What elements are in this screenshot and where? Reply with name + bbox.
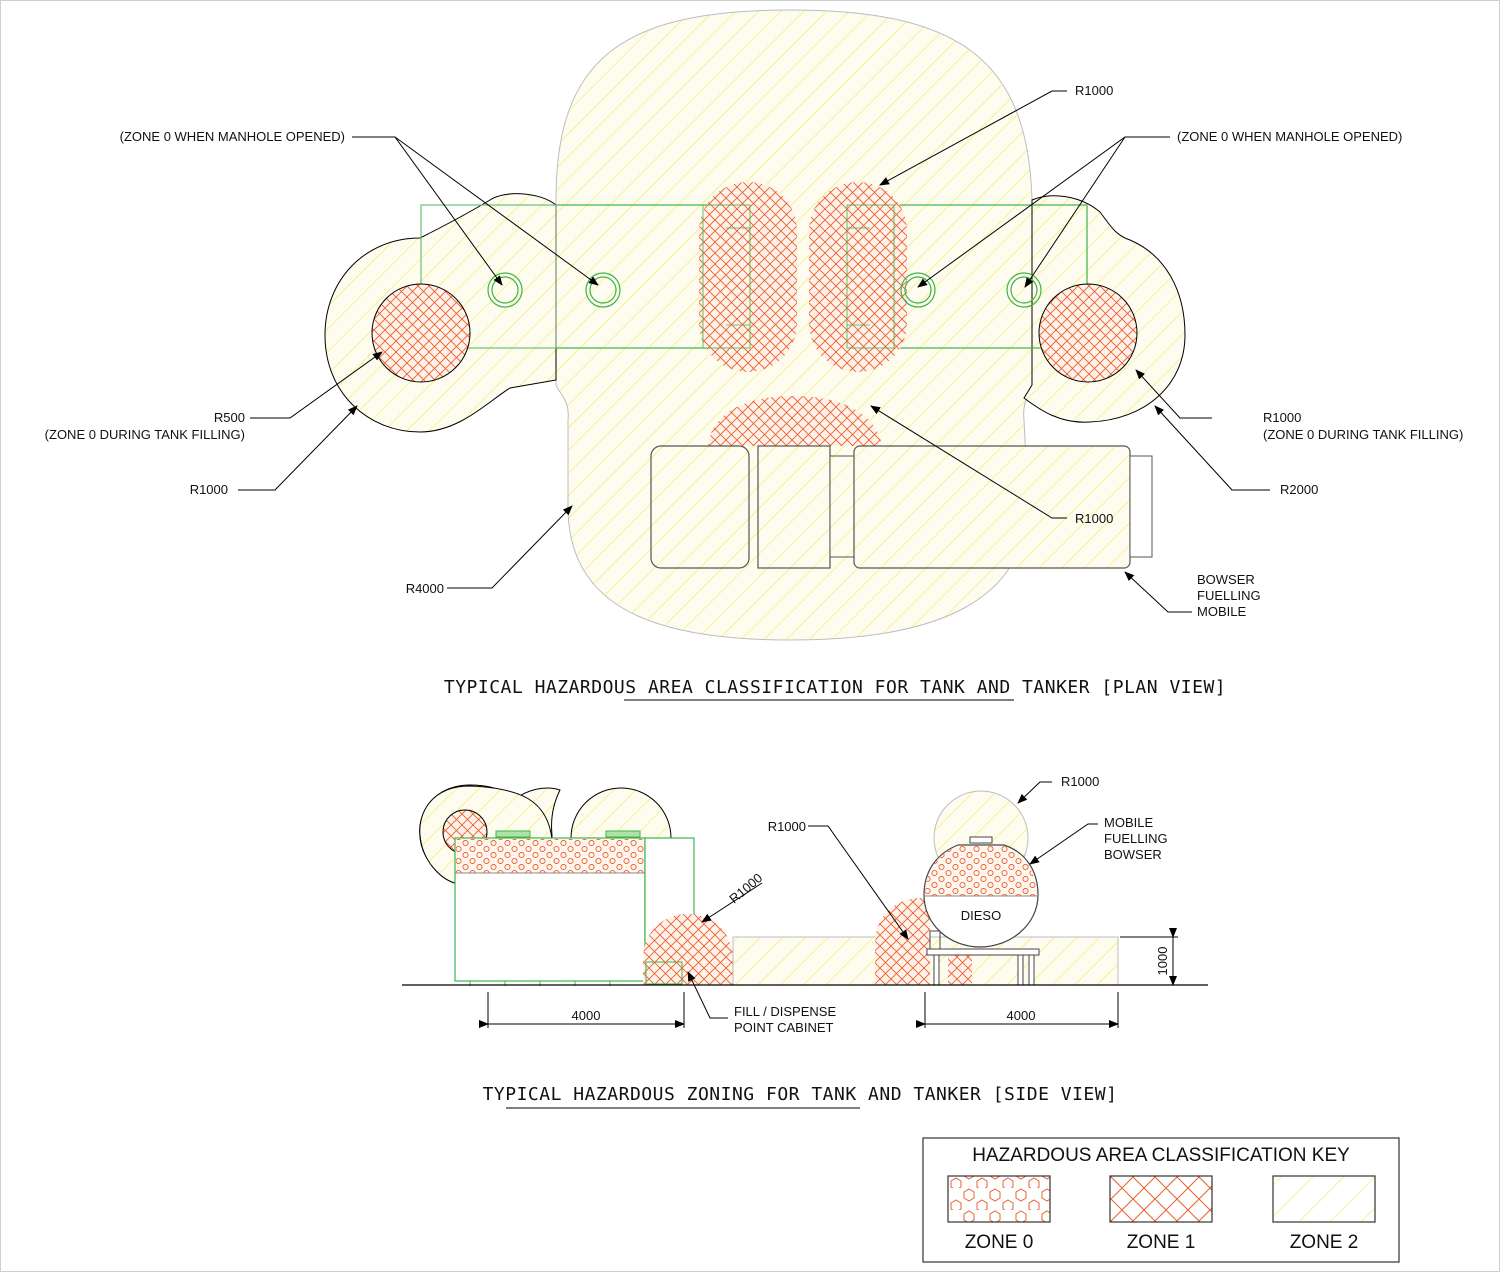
label-bowser-line1: BOWSER — [1197, 572, 1255, 587]
side-leaders — [687, 781, 1098, 1019]
zone1-side-bowser — [875, 898, 930, 985]
label-mobile-line2: FUELLING — [1104, 831, 1168, 846]
dim-height-1000: 1000 — [1155, 947, 1170, 976]
label-r2000: R2000 — [1280, 482, 1318, 497]
dim-left-4000: 4000 — [572, 1008, 601, 1023]
label-r4000: R4000 — [406, 581, 444, 596]
label-mobile-line3: BOWSER — [1104, 847, 1162, 862]
label-r1000-mid: R1000 — [768, 819, 806, 834]
label-manhole-right: (ZONE 0 WHEN MANHOLE OPENED) — [1177, 129, 1402, 144]
zone1-plan-capsule-right — [809, 182, 907, 372]
label-r1000-top: R1000 — [1075, 83, 1113, 98]
zone1-plan-capsule-left — [699, 182, 797, 372]
dim-right-4000: 4000 — [1007, 1008, 1036, 1023]
label-r1000-bowser: R1000 — [1075, 511, 1113, 526]
mobile-fuelling-bowser — [923, 836, 1040, 986]
manhole-3 — [900, 272, 936, 308]
zone0-side-tank-top — [456, 839, 644, 873]
manhole-4 — [1006, 272, 1042, 308]
side-view-title: TYPICAL HAZARDOUS ZONING FOR TANK AND TA… — [483, 1084, 1118, 1105]
label-r500: R500 — [214, 410, 245, 425]
label-bowser-line2: FUELLING — [1197, 588, 1261, 603]
classification-key: HAZARDOUS AREA CLASSIFICATION KEY ZONE 0… — [922, 1137, 1400, 1263]
label-r1000-right: R1000 — [1263, 410, 1301, 425]
label-mobile-line1: MOBILE — [1104, 815, 1153, 830]
plan-leaders — [238, 90, 1270, 613]
label-dieso: DIESO — [961, 908, 1001, 923]
manhole-1 — [487, 272, 523, 308]
key-title: HAZARDOUS AREA CLASSIFICATION KEY — [972, 1145, 1350, 1166]
key-swatch-zone1 — [1109, 1175, 1213, 1223]
label-r1000-left: R1000 — [190, 482, 228, 497]
side-dimensions — [479, 928, 1178, 1028]
key-label-zone1: ZONE 1 — [1127, 1232, 1196, 1253]
key-swatch-zone2 — [1272, 1175, 1376, 1223]
key-label-zone2: ZONE 2 — [1290, 1232, 1359, 1253]
zone1-plan-circle-right — [1038, 283, 1138, 383]
label-r1000-diag: R1000 — [726, 870, 765, 906]
label-zone0-filling-left: (ZONE 0 DURING TANK FILLING) — [45, 427, 245, 442]
zone1-plan-bowser-arch — [708, 396, 882, 446]
label-fill-line2: POINT CABINET — [734, 1020, 834, 1035]
zone1-plan-circle-left — [371, 283, 471, 383]
label-r1000-side-top: R1000 — [1061, 774, 1099, 789]
label-manhole-left: (ZONE 0 WHEN MANHOLE OPENED) — [120, 129, 345, 144]
key-label-zone0: ZONE 0 — [965, 1232, 1034, 1253]
side-view: DIESO 4000 4000 1000 R1000 R1000 R1000 — [402, 774, 1208, 1109]
label-bowser-line3: MOBILE — [1197, 604, 1246, 619]
zone1-side-fill-point — [643, 914, 733, 985]
label-zone0-filling-right: (ZONE 0 DURING TANK FILLING) — [1263, 427, 1463, 442]
plan-view: (ZONE 0 WHEN MANHOLE OPENED) (ZONE 0 WHE… — [45, 9, 1463, 701]
manhole-2 — [585, 272, 621, 308]
key-swatch-zone0 — [947, 1175, 1051, 1223]
label-fill-line1: FILL / DISPENSE — [734, 1004, 836, 1019]
bowser-plan — [650, 445, 1153, 569]
plan-view-title: TYPICAL HAZARDOUS AREA CLASSIFICATION FO… — [444, 677, 1226, 698]
